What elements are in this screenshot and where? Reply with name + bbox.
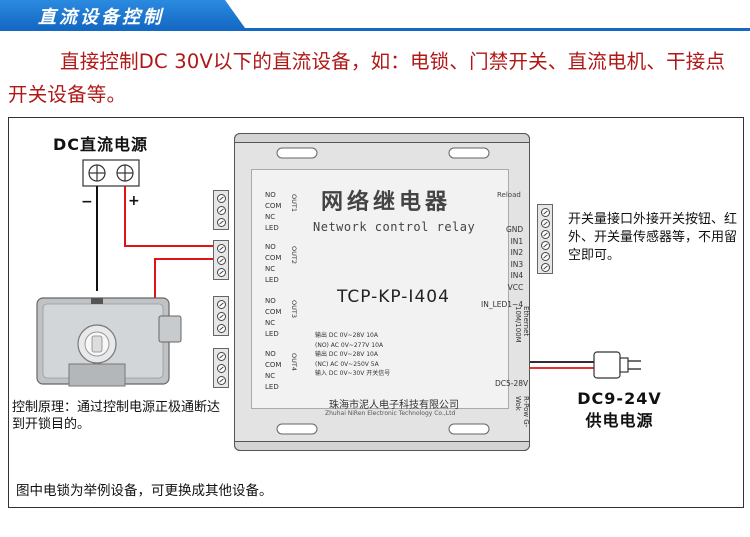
screw-icon	[541, 241, 550, 250]
wire-positive-to-com	[124, 186, 214, 247]
spec-table: 输出 DC 0V~28V 10A (NO) AC 0V~277V 10A 输出 …	[315, 331, 390, 379]
screw-icon	[541, 252, 550, 261]
terminal-label: LED	[265, 383, 279, 391]
screw-icon	[217, 218, 226, 227]
wiring-diagram: DC直流电源 − + 控制原理：通过控制电源正极通断达到开锁目的。 图中电锁为举…	[8, 117, 744, 508]
spec-row: 输出 DC 0V~28V 10A	[315, 332, 378, 339]
electric-lock-icon	[36, 297, 182, 387]
screw-icon	[217, 352, 226, 361]
switch-input-note: 开关量接口外接开关按钮、红外、开关量传感器等，不用留空即可。	[568, 212, 738, 263]
relay1-out-label: OUT1	[290, 194, 298, 212]
in-led-label: IN_LED1~4	[481, 300, 524, 309]
screw-icon	[217, 312, 226, 321]
screw-icon	[217, 256, 226, 265]
power-supply-text: 供电电源	[585, 411, 654, 430]
terminal-label: NC	[265, 213, 276, 221]
device-bottom-rail	[233, 441, 530, 451]
header-title: 直流设备控制	[38, 7, 164, 28]
device-top-rail	[233, 133, 530, 143]
power-led-label: R-Pow G-Wok	[514, 396, 530, 428]
device-model: TCP-KP-I404	[337, 287, 450, 307]
screw-icon	[217, 194, 226, 203]
relay2-labels: NO COM NC LED	[265, 242, 281, 286]
relay1-terminal-block	[213, 190, 229, 230]
relay4-labels: NO COM NC LED	[265, 349, 281, 393]
screw-icon	[217, 244, 226, 253]
network-relay-device: Reload 网络继电器 Network control relay TCP-K…	[233, 133, 530, 451]
screw-icon	[541, 219, 550, 228]
relay4-out-label: OUT4	[290, 353, 298, 371]
pin-label: GND	[506, 225, 524, 234]
terminal-label: COM	[265, 361, 282, 369]
device-name-cn: 网络继电器	[321, 189, 452, 215]
terminal-label: LED	[265, 330, 279, 338]
screw-icon	[217, 300, 226, 309]
header-banner: 直流设备控制	[0, 0, 750, 31]
ethernet-label: Ethernet 10M/100M	[514, 306, 530, 343]
relay3-terminal-block	[213, 296, 229, 336]
input-pin-labels: GND IN1 IN2 IN3 IN4 VCC	[506, 224, 523, 293]
screw-icon	[541, 208, 550, 217]
input-terminal-block	[537, 204, 553, 274]
terminal-label: NC	[265, 319, 276, 327]
pin-label: IN1	[510, 236, 524, 246]
pin-label: IN4	[510, 271, 524, 280]
screw-icon	[217, 268, 226, 277]
plus-label: +	[128, 193, 140, 209]
terminal-label: LED	[265, 224, 279, 232]
terminal-label: COM	[265, 202, 282, 210]
spec-row: (NC) AC 0V~250V 5A	[315, 360, 379, 368]
company-name-cn: 珠海市泥人电子科技有限公司	[329, 400, 459, 411]
screw-icon	[217, 376, 226, 385]
power-supply-label: DC9-24V 供电电源	[572, 388, 667, 432]
wire-no-to-lock	[154, 258, 214, 300]
relay3-out-label: OUT3	[290, 300, 298, 318]
spec-row: (NO) AC 0V~277V 10A	[315, 341, 384, 349]
relay1-labels: NO COM NC LED	[265, 190, 281, 234]
terminal-label: NC	[265, 265, 276, 273]
description-text: 直接控制DC 30V以下的直流设备，如：电锁、门禁开关、直流电机、干接点开关设备…	[8, 50, 726, 106]
wiring-lines	[36, 159, 641, 387]
relay4-terminal-block	[213, 348, 229, 388]
device-name-en: Network control relay	[313, 220, 476, 234]
company-name-en: Zhuhai NiRen Electronic Technology Co.,L…	[325, 410, 456, 417]
pin-label: IN2	[510, 248, 524, 257]
dc-input-label: DC5-28V	[495, 379, 529, 388]
device-face-panel	[251, 169, 509, 409]
terminal-label: NC	[265, 372, 276, 380]
reload-label: Reload	[497, 191, 521, 199]
relay2-terminal-block	[213, 240, 229, 280]
spec-row: 输入 DC 0V~30V 开关信号	[315, 370, 391, 377]
header-tab	[0, 0, 245, 28]
dc-terminal-plus-icon	[116, 164, 134, 182]
screw-icon	[541, 263, 550, 272]
screw-icon	[217, 364, 226, 373]
terminal-label: NO	[265, 350, 276, 358]
terminal-label: NO	[265, 191, 276, 199]
terminal-label: NO	[265, 297, 276, 305]
control-principle-text: 控制原理：通过控制电源正极通断达到开锁目的。	[12, 400, 221, 432]
power-plug-icon	[593, 351, 641, 379]
screw-icon	[217, 206, 226, 215]
power-supply-voltage: DC9-24V	[577, 389, 662, 408]
dc-terminal-minus-icon	[88, 164, 106, 182]
spec-row: 输出 DC 0V~28V 10A	[315, 351, 378, 358]
terminal-label: COM	[265, 308, 282, 316]
relay3-labels: NO COM NC LED	[265, 296, 281, 340]
minus-label: −	[81, 194, 93, 210]
bottom-note: 图中电锁为举例设备，可更换成其他设备。	[16, 483, 273, 499]
screw-icon	[541, 230, 550, 239]
screw-icon	[217, 324, 226, 333]
terminal-label: COM	[265, 254, 282, 262]
header-underline	[0, 28, 750, 31]
terminal-label: NO	[265, 243, 276, 251]
terminal-label: LED	[265, 276, 279, 284]
pin-label: VCC	[507, 282, 524, 292]
relay2-out-label: OUT2	[290, 246, 298, 264]
dc-power-label: DC直流电源	[53, 135, 149, 154]
pin-label: IN3	[510, 259, 524, 269]
